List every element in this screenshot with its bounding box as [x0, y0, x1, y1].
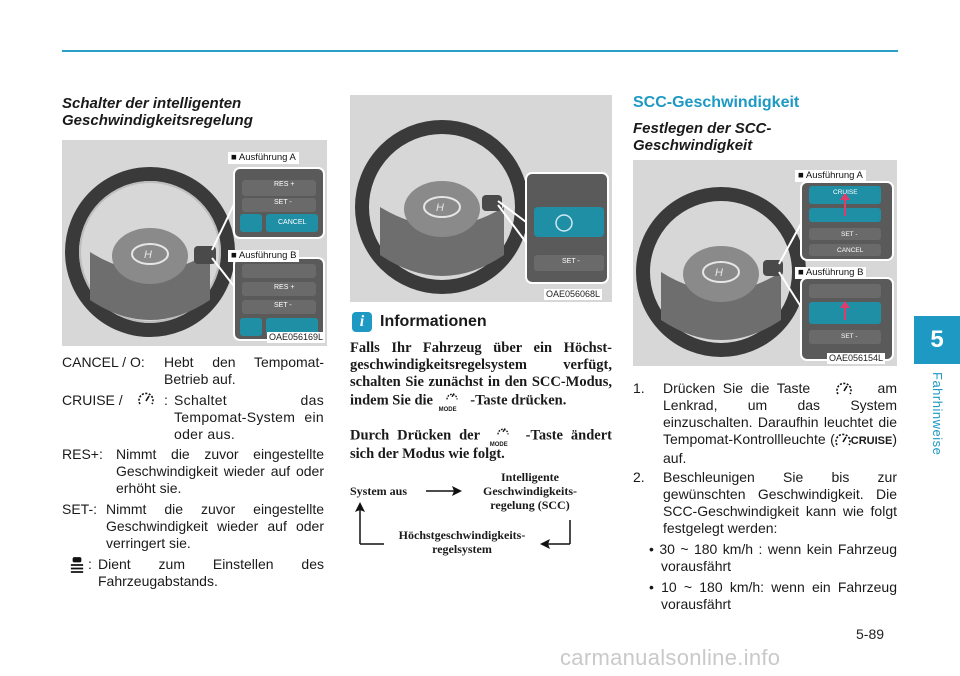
button-label-set: SET - [274, 199, 292, 206]
definition-desc: Hebt den Tempomat-Betrieb auf. [164, 354, 324, 387]
steering-wheel-set-illustration: H [636, 181, 894, 361]
step-1-part-a: Drücken Sie die Taste [663, 380, 811, 396]
info-paragraph-2: Durch Drücken der MODE -Taste ändert sic… [350, 426, 612, 463]
definition-term: CANCEL / O: [62, 354, 145, 370]
watermark: carmanualsonline.info [560, 645, 781, 670]
heading-line-1: Schalter der intelligenten [62, 95, 242, 112]
mode-label: MODE [489, 442, 508, 448]
step-1-part-d: ) auf. [663, 431, 897, 466]
steering-wheel-mode-illustration: H [355, 120, 609, 294]
cruise-gauge-icon [836, 382, 852, 395]
page-number: 5-89 [856, 626, 885, 642]
info-p2-text: Durch Drücken der [350, 427, 480, 444]
definition-term: RES+: [62, 446, 103, 462]
left-heading: Schalter der intelligenten Geschwindigke… [62, 95, 332, 129]
definition-desc: Nimmt die zuvor eingestellte Geschwindig… [116, 446, 324, 496]
button-label-cancel: CANCEL [837, 247, 864, 254]
definition-term: SET-: [62, 501, 98, 517]
definition-desc: Nimmt die zuvor eingestellte Geschwindig… [106, 501, 324, 551]
sub-heading: Festlegen der SCC- Geschwindigkeit [633, 120, 893, 154]
button-label-res: RES + [274, 181, 295, 188]
button-label-res-b: RES + [274, 284, 295, 291]
scc-label-line-3: regelung (SCC) [490, 498, 570, 512]
limiter-label-line-1: Höchstgeschwindigkeits- [398, 528, 526, 542]
button-label-cruise: CRUISE [833, 189, 858, 196]
speed-limiter-label: Höchstgeschwindigkeits- regelsystem [378, 528, 546, 556]
cruise-gauge-icon [138, 392, 154, 405]
step-number: 2. [633, 469, 645, 485]
sub-heading-line-2: Geschwindigkeit [633, 137, 753, 154]
mode-button-icon: MODE [488, 426, 518, 448]
scc-label: Intelligente Geschwindigkeits- regelung … [466, 470, 594, 512]
scc-label-line-1: Intelligente [501, 470, 559, 484]
sub-heading-line-1: Festlegen der SCC- [633, 120, 772, 137]
button-label-set-b: SET - [841, 333, 858, 340]
variant-b-label: ■ Ausführung B [795, 267, 867, 279]
mode-label: MODE [438, 407, 457, 413]
steering-wheel-illustration: H [65, 167, 325, 341]
step-1-paren-open: ( [830, 431, 835, 447]
heading-line-2: Geschwindigkeitsregelung [62, 112, 253, 129]
info-p1-text: Falls Ihr Fahrzeug über ein Höchst-gesch… [350, 340, 612, 409]
cruise-indicator-icon [834, 433, 851, 446]
definition-desc: Schaltet das Tempomat-System ein oder au… [174, 392, 324, 442]
button-label-set: SET - [562, 258, 580, 265]
svg-text:H: H [436, 202, 444, 214]
definition-term: CRUISE / [62, 392, 123, 408]
figure-code: OAE056154L [827, 353, 886, 364]
step-number: 1. [633, 380, 645, 396]
info-title: Informationen [380, 313, 487, 330]
mode-button-icon: MODE [437, 391, 467, 413]
bullet-no-vehicle: • 30 ~ 180 km/h : wenn kein Fahrzeug vor… [649, 541, 897, 574]
step-1: 1. Drücken Sie die Taste am Lenkrad, um … [633, 380, 897, 467]
step-2-text: Beschleunigen Sie bis zur gewünschten Ge… [663, 469, 897, 536]
variant-a-label: ■ Ausführung A [795, 170, 866, 182]
definition-colon: : [164, 392, 168, 408]
figure-code: OAE056169L [267, 332, 326, 343]
variant-b-label: ■ Ausführung B [228, 250, 300, 262]
definition-term: : [88, 556, 92, 572]
figure-code: OAE056068L [544, 289, 603, 300]
button-label-set: SET - [841, 231, 858, 238]
mode-cycle-arrows [355, 486, 571, 549]
header-rule [62, 50, 898, 52]
chapter-label: Fahrhinweise [930, 372, 945, 456]
cruise-indicator-label: CRUISE [850, 435, 893, 447]
set-speed-figure: H CRUISE SET - CANCEL SET - ■ Ausführung… [633, 160, 897, 366]
variant-a-label: ■ Ausführung A [228, 152, 299, 164]
mode-button-figure: H SET - OAE056068L [350, 95, 612, 302]
section-title: SCC-Geschwindigkeit [633, 94, 800, 111]
step-1-part-b: am Lenkrad, um das System einzuschalten.… [663, 380, 897, 447]
bullet-vehicle-ahead: • 10 ~ 180 km/h: wenn ein Fahrzeug vorau… [649, 579, 897, 612]
svg-text:H: H [144, 249, 152, 261]
info-p2-text-end: -Taste ändert sich der Modus wie folgt. [350, 427, 613, 462]
scc-label-line-2: Geschwindigkeits- [482, 484, 577, 498]
info-p1-text-end: -Taste drücken. [470, 392, 567, 409]
steering-switch-figure: H RES + SET - CANCEL RES + SET - ■ Ausfü… [62, 140, 327, 346]
vehicle-distance-icon [70, 557, 84, 573]
info-icon: i [352, 312, 372, 332]
limiter-label-line-2: regelsystem [432, 542, 492, 556]
info-paragraph-1: Falls Ihr Fahrzeug über ein Höchst-gesch… [350, 340, 612, 413]
button-label-set-b: SET - [274, 302, 292, 309]
step-2: 2. Beschleunigen Sie bis zur gewünschten… [633, 469, 897, 537]
mode-cycle-diagram: System aus Intelligente Geschwindigkeits… [350, 466, 612, 566]
definition-desc: Dient zum Einstellen des Fahrzeugabstand… [98, 556, 324, 589]
svg-text:H: H [715, 267, 723, 279]
chapter-tab: 5 [914, 316, 960, 364]
system-off-label: System aus [350, 484, 408, 498]
step-1-text: Drücken Sie die Taste am Lenkrad, um das… [663, 380, 897, 467]
button-label-cancel: CANCEL [278, 219, 307, 226]
